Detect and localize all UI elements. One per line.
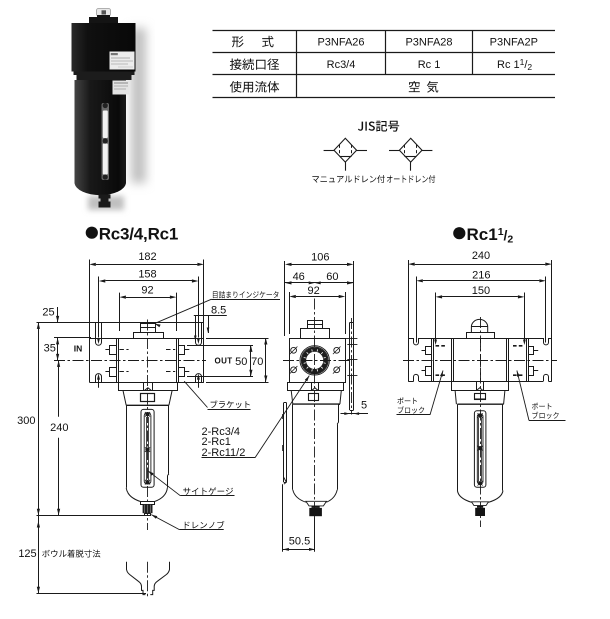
svg-text:150: 150 [472,285,490,297]
svg-text:IN: IN [74,343,83,353]
svg-text:Rc11/2: Rc11/2 [467,225,514,246]
svg-text:Rc3/4,Rc1: Rc3/4,Rc1 [99,224,178,243]
svg-text:300: 300 [17,415,35,427]
svg-text:Rc 11/2: Rc 11/2 [497,57,532,72]
svg-text:P3NFA26: P3NFA26 [317,36,364,48]
svg-text:Rc3/4: Rc3/4 [327,59,356,71]
svg-text:158: 158 [138,268,156,280]
svg-text:50: 50 [235,356,247,368]
svg-text:Rc 1: Rc 1 [418,59,441,71]
svg-text:182: 182 [138,251,156,263]
svg-text:46: 46 [293,271,305,283]
svg-text:92: 92 [141,285,153,297]
svg-text:2-Rc3/4: 2-Rc3/4 [202,426,241,438]
svg-text:240: 240 [472,250,490,262]
svg-text:92: 92 [307,285,319,297]
svg-text:60: 60 [326,271,338,283]
svg-text:35: 35 [44,343,56,355]
svg-text:106: 106 [311,251,329,263]
svg-text:25: 25 [42,306,54,318]
svg-text:240: 240 [50,422,68,434]
svg-text:70: 70 [251,356,263,368]
svg-text:2-Rc1: 2-Rc1 [202,436,231,448]
svg-text:216: 216 [472,270,490,282]
svg-text:125: 125 [18,548,36,560]
svg-text:2-Rc11/2: 2-Rc11/2 [202,447,246,459]
svg-text:5: 5 [361,399,367,411]
svg-text:P3NFA2P: P3NFA2P [490,36,538,48]
svg-text:8.5: 8.5 [211,304,226,316]
svg-text:P3NFA28: P3NFA28 [405,36,452,48]
svg-text:50.5: 50.5 [289,535,310,547]
svg-text:OUT: OUT [214,357,232,366]
